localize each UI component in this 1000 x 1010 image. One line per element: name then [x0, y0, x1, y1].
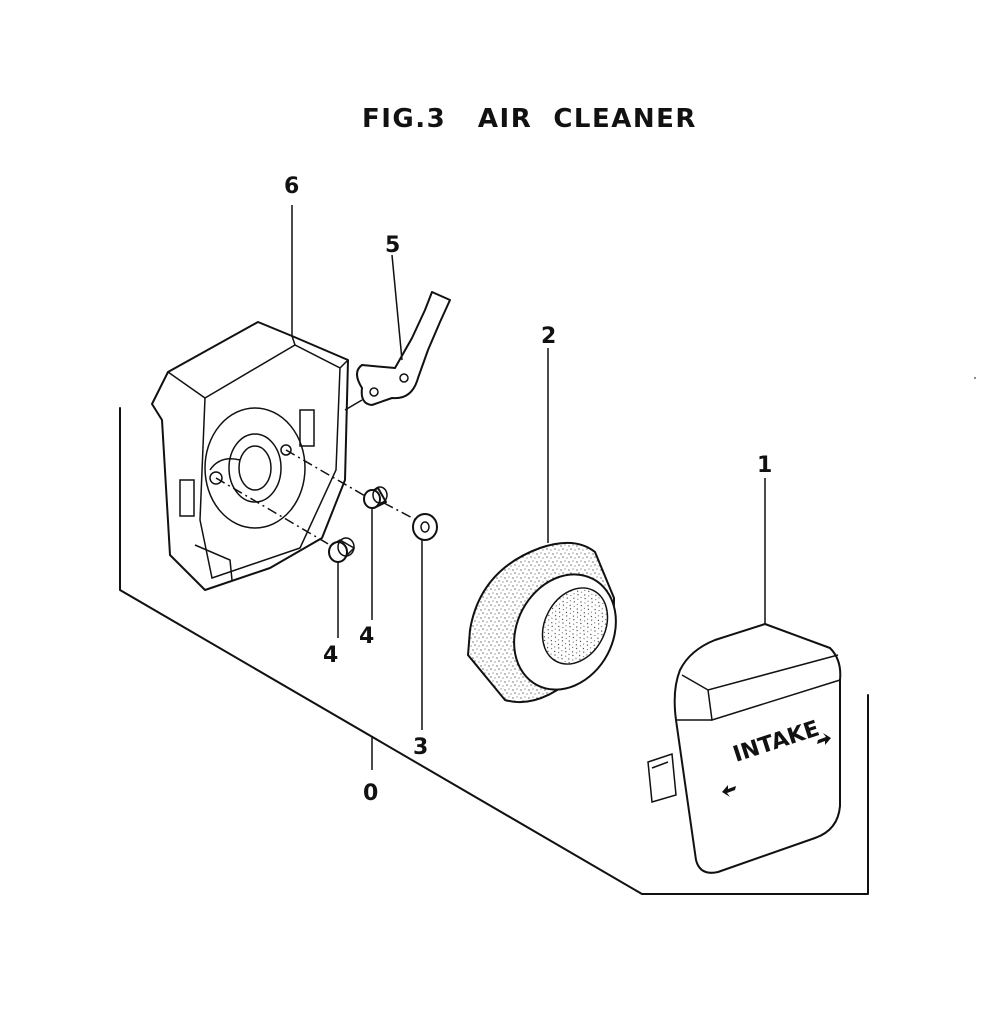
callout-3: 3	[413, 735, 428, 760]
callout-4-upper: 4	[359, 624, 374, 649]
part-4-collar-upper	[363, 486, 388, 620]
callout-0: 0	[363, 781, 378, 806]
assembly-bracket	[119, 407, 869, 895]
callout-1: 1	[757, 453, 772, 478]
part-3-washer	[412, 513, 438, 730]
callout-6: 6	[284, 174, 299, 199]
part-4-collar-lower	[328, 537, 356, 638]
figure-title: FIG.3 AIR CLEANER	[362, 104, 697, 134]
part-5-choke-lever	[344, 254, 451, 411]
callout-2: 2	[541, 324, 556, 349]
callout-4-lower: 4	[323, 643, 338, 668]
callout-5: 5	[385, 233, 400, 258]
part-2-foam-filter	[466, 348, 617, 704]
part-1-cover: INTAKE	[647, 478, 842, 874]
part-6-housing	[151, 205, 349, 591]
